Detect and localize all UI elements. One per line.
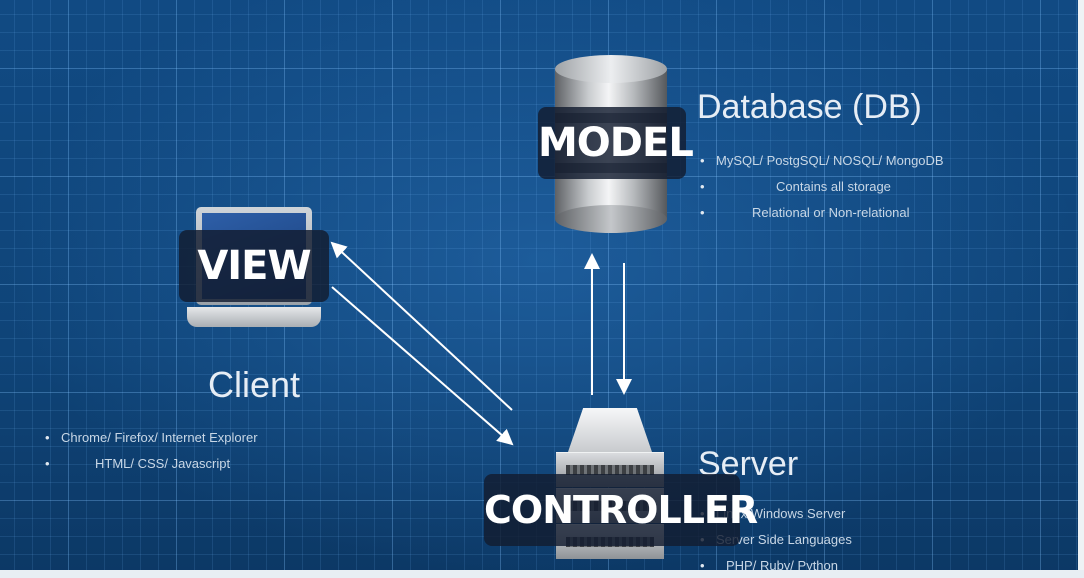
arrow-controller-to-view — [330, 241, 513, 411]
list-item: Contains all storage — [700, 174, 966, 200]
frame-bottom-bar — [0, 570, 1084, 578]
controller-bullets: Linux/Windows Server Server Side Languag… — [700, 501, 916, 578]
controller-badge: CONTROLLER — [484, 474, 758, 546]
list-item: Relational or Non-relational — [700, 200, 966, 226]
view-bullets: Chrome/ Firefox/ Internet Explorer HTML/… — [45, 425, 301, 477]
arrow-view-to-controller — [331, 286, 514, 446]
view-badge: VIEW — [179, 230, 329, 302]
frame-edge — [1078, 0, 1084, 578]
view-title: Client — [208, 364, 301, 405]
model-badge: MODEL — [538, 107, 694, 179]
list-item: HTML/ CSS/ Javascript — [45, 451, 301, 477]
list-item: MySQL/ PostgSQL/ NOSQL/ MongoDB — [700, 148, 966, 174]
list-item: PHP/ Ruby/ Python — [700, 553, 916, 578]
model-title: Database (DB) — [697, 88, 922, 126]
list-item: Chrome/ Firefox/ Internet Explorer — [45, 425, 301, 451]
model-bullets: MySQL/ PostgSQL/ NOSQL/ MongoDB Contains… — [700, 148, 966, 226]
